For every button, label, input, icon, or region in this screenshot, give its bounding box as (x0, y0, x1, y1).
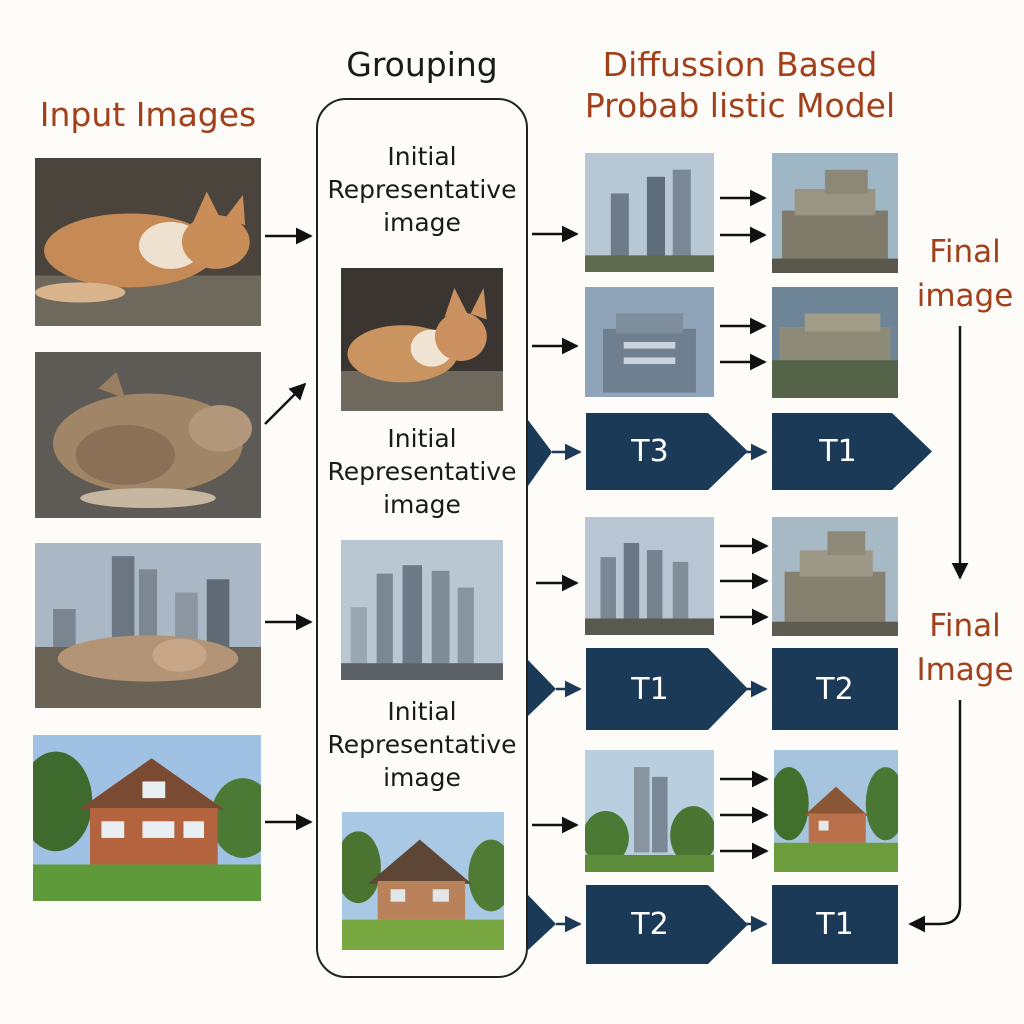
generated-image-rock-formation (772, 153, 898, 273)
token-label: T1 (816, 907, 854, 942)
generated-image-towers-in-trees (585, 750, 714, 872)
token-chevron: T1 (772, 413, 932, 490)
navy-wedge (528, 420, 552, 486)
representative-label-line2: Representative (327, 730, 517, 759)
token-chevron: T2 (586, 885, 748, 964)
token-label: T2 (631, 907, 669, 942)
navy-wedge (528, 895, 556, 950)
final-image-label-line2: image (916, 278, 1014, 314)
generated-image-cottage (774, 750, 898, 872)
input-image-house (33, 735, 261, 901)
input-image-blurry-cat (35, 352, 261, 518)
generated-image-skyscrapers (585, 153, 714, 272)
representative-image-city (341, 540, 503, 680)
token-label: T1 (631, 671, 669, 707)
representative-label-line3: image (383, 208, 461, 237)
model-heading-line2: Probab listic Model (584, 86, 896, 126)
representative-label-line1: Initial (387, 424, 457, 453)
input-images-heading: Input Images (39, 95, 257, 134)
representative-label-line1: Initial (387, 697, 457, 726)
generated-image-skyscrapers (585, 517, 714, 635)
token-label: T3 (631, 434, 669, 469)
model-heading-line1: Diffussion Based (602, 45, 878, 84)
representative-label-line2: Representative (327, 457, 517, 486)
representative-label: Initial Representative image (316, 140, 528, 239)
token-chevron: T3 (586, 413, 748, 490)
final-image-label-line1: Final (929, 234, 1001, 270)
token-label: T2 (816, 671, 854, 707)
generated-image-office-building (585, 287, 714, 397)
representative-label: Initial Representative image (316, 422, 528, 521)
representative-label-line3: image (383, 763, 461, 792)
arrow (264, 382, 307, 425)
token-label: T1 (819, 434, 857, 469)
token-chevron: T1 (772, 885, 898, 964)
representative-image-cat (341, 268, 503, 411)
final-image-label: Final Image (906, 604, 1024, 692)
representative-label-line3: image (383, 490, 461, 519)
input-image-city-cat (35, 543, 261, 708)
representative-image-cottage (342, 812, 504, 950)
representative-label: Initial Representative image (316, 695, 528, 794)
token-chevron: T2 (772, 648, 898, 730)
representative-label-line2: Representative (327, 175, 517, 204)
generated-image-rock-ledge (772, 287, 898, 398)
input-image-cat (35, 158, 261, 326)
generated-image-rock-formation (772, 517, 898, 636)
grouping-box (316, 98, 528, 978)
arrow (908, 700, 962, 933)
model-heading: Diffussion Based Probab listic Model (570, 44, 910, 127)
token-chevron: T1 (586, 648, 748, 730)
representative-label-line1: Initial (387, 142, 457, 171)
final-image-label: Final image (906, 230, 1024, 318)
final-image-label-line2: Image (916, 652, 1014, 688)
grouping-heading: Grouping (346, 45, 498, 84)
navy-wedge (528, 660, 556, 716)
final-image-label-line1: Final (929, 608, 1001, 644)
